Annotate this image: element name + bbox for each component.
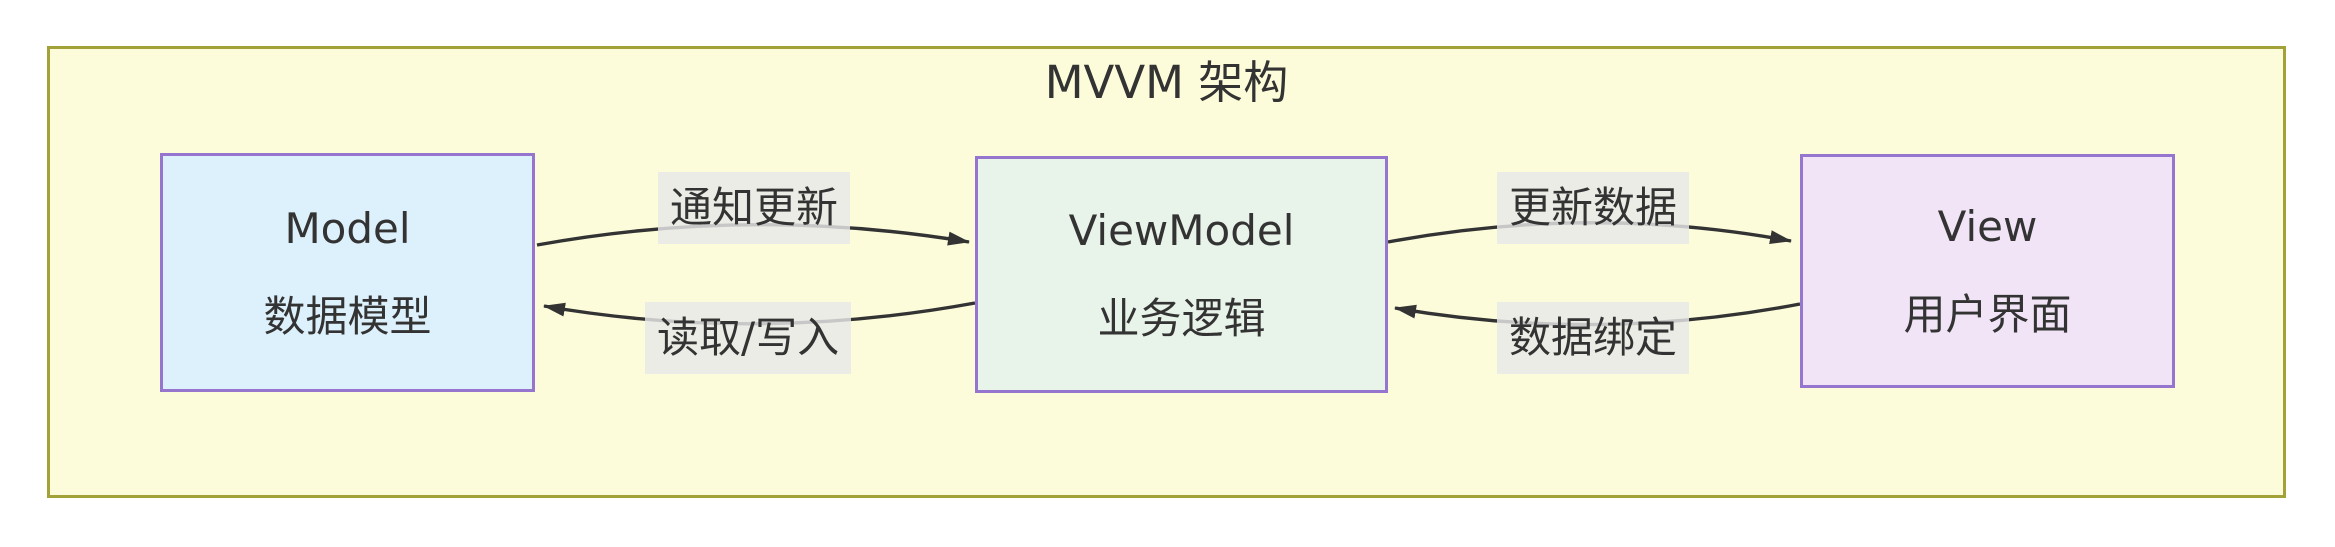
- model-node: Model 数据模型: [160, 153, 535, 392]
- viewmodel-node: ViewModel 业务逻辑: [975, 156, 1388, 393]
- viewmodel-node-subtitle: 业务逻辑: [1097, 293, 1266, 343]
- edge-label-update-data: 更新数据: [1497, 172, 1690, 244]
- view-node-subtitle: 用户界面: [1903, 290, 2072, 339]
- view-node-title: View: [1937, 202, 2038, 251]
- edge-label-notify-update: 通知更新: [658, 172, 851, 244]
- model-node-title: Model: [284, 203, 411, 253]
- edge-label-read-write: 读取/写入: [645, 302, 852, 374]
- viewmodel-node-title: ViewModel: [1068, 205, 1295, 255]
- diagram-title: MVVM 架构: [1044, 56, 1289, 109]
- edge-label-data-binding: 数据绑定: [1497, 302, 1690, 374]
- model-node-subtitle: 数据模型: [263, 291, 432, 341]
- view-node: View 用户界面: [1800, 154, 2175, 388]
